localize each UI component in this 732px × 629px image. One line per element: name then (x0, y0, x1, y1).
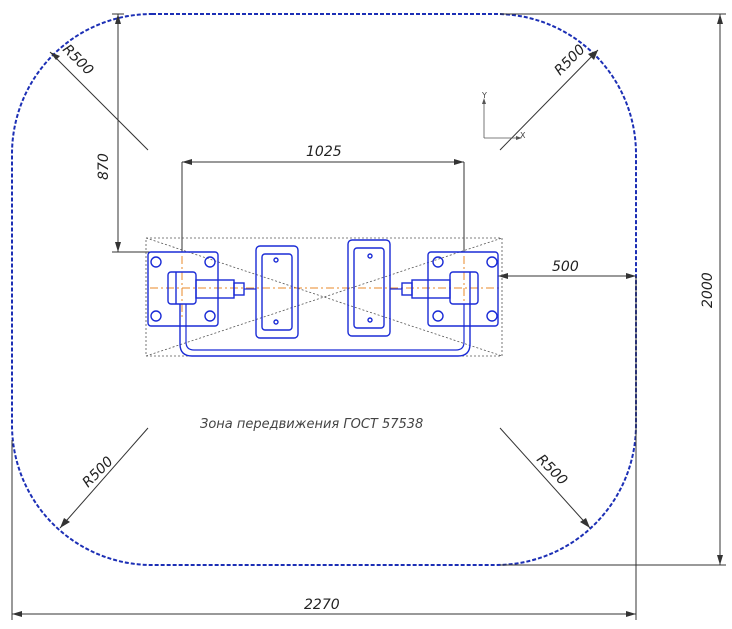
dimension-2270-label: 2270 (304, 597, 340, 613)
radius-leader-top-left (49, 51, 149, 151)
dimension-2000 (500, 13, 726, 566)
dimension-870 (112, 13, 150, 253)
connecting-rail (179, 304, 471, 357)
equipment-envelope (145, 237, 503, 357)
zone-label: Зона передвижения ГОСТ 57538 (200, 417, 423, 432)
radius-leader-top-right (499, 49, 599, 151)
dimension-1025-label: 1025 (306, 144, 342, 160)
radius-label-top-right: R500 (552, 42, 589, 79)
radius-label-top-left: R500 (59, 42, 96, 79)
right-seat (347, 239, 391, 337)
connecting-rail-inner (185, 304, 465, 351)
axis-y-label: Y (481, 91, 487, 100)
arrowhead (60, 518, 70, 528)
center-lines (150, 256, 500, 318)
movement-zone-boundary (11, 13, 637, 566)
dimension-2270 (11, 440, 636, 620)
left-base-plate (147, 251, 245, 327)
axis-x-label: X (520, 131, 526, 140)
dimension-2000-label: 2000 (700, 272, 716, 308)
arrowhead (50, 52, 60, 60)
axes-indicator (482, 98, 522, 140)
arrowhead (580, 518, 590, 528)
arrowhead (588, 50, 598, 60)
dimension-500 (498, 273, 637, 620)
radius-leader-bottom-left (59, 427, 149, 529)
radius-label-bottom-right: R500 (533, 452, 570, 489)
right-base-plate (401, 251, 499, 327)
dimension-870-label: 870 (96, 153, 112, 180)
dimension-1025 (181, 159, 465, 252)
dimension-500-label: 500 (552, 259, 579, 275)
radius-leaders (49, 49, 599, 529)
radius-leader-bottom-right (499, 427, 591, 529)
left-seat (255, 245, 299, 339)
